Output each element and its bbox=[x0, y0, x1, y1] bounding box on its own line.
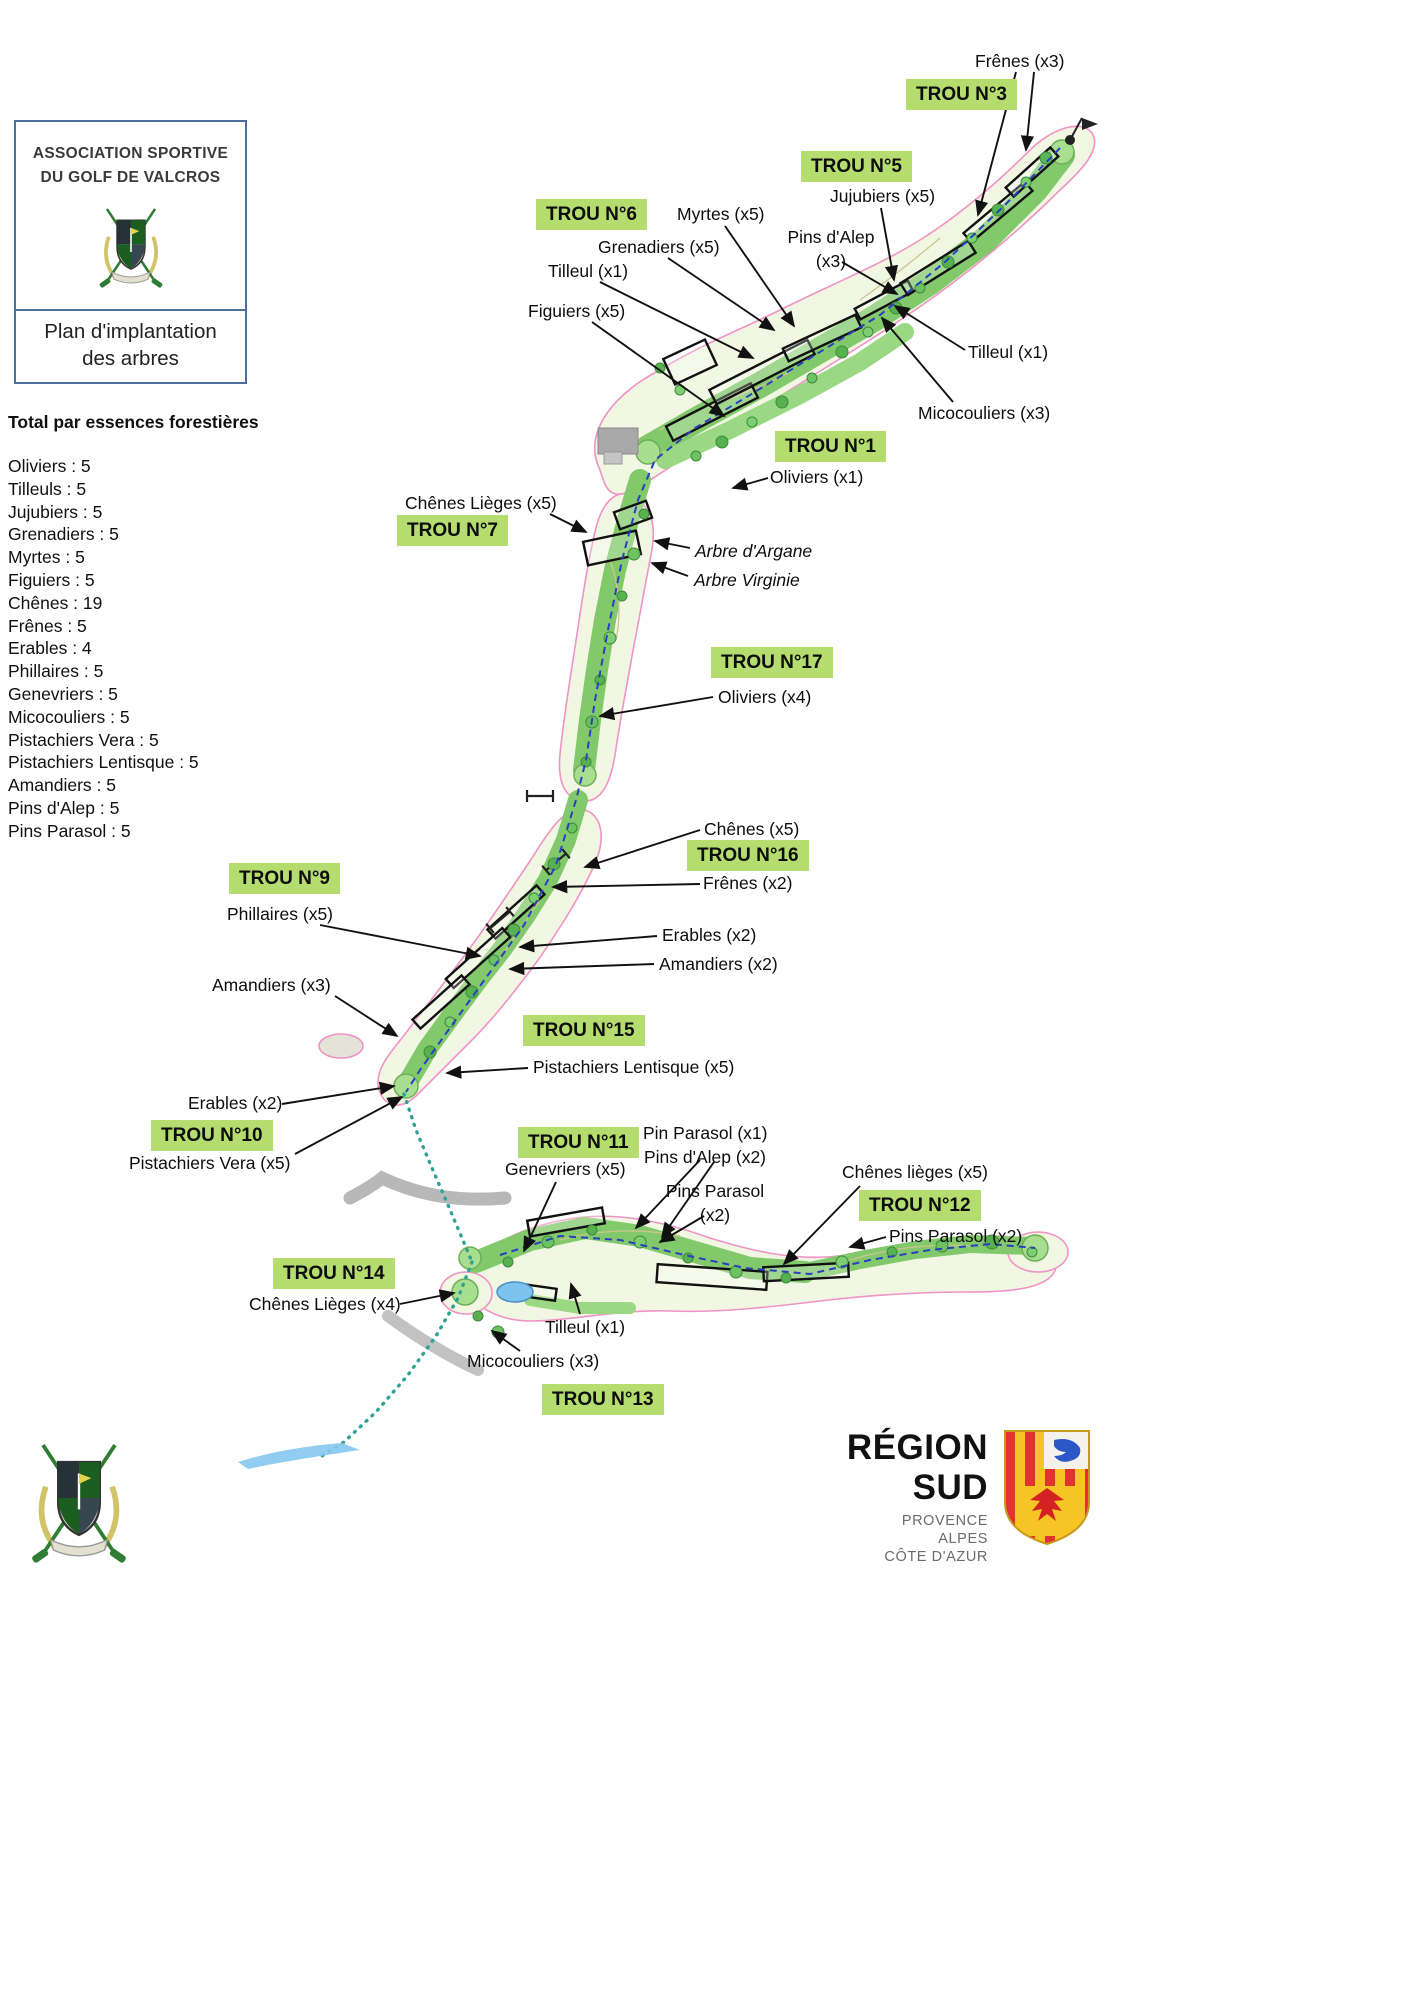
region-sub-provence: PROVENCE bbox=[901, 1513, 988, 1529]
hole-label-trou-1: TROU N°1 bbox=[775, 431, 886, 462]
species-total-item: Micocouliers : 5 bbox=[8, 706, 130, 727]
region-sub-alpes: ALPES bbox=[938, 1531, 988, 1547]
species-total-item: Tilleuls : 5 bbox=[8, 478, 87, 499]
hole-label-trou-7: TROU N°7 bbox=[397, 515, 508, 546]
species-total-item: Pistachiers Lentisque : 5 bbox=[8, 752, 199, 773]
species-total-item: Chênes : 19 bbox=[8, 592, 103, 613]
hole-label-trou-17: TROU N°17 bbox=[711, 647, 833, 678]
club-title: ASSOCIATION SPORTIVE DU GOLF DE VALCROS bbox=[16, 142, 245, 190]
tree-label-chenes-x5: Chênes (x5) bbox=[704, 819, 800, 839]
species-total-item: Pins Parasol : 5 bbox=[8, 820, 131, 841]
tree-label-amandiers-x3: Amandiers (x3) bbox=[212, 975, 331, 995]
tree-label-erables-x2: Erables (x2) bbox=[662, 925, 757, 945]
tree-label-myrtes-x5: Myrtes (x5) bbox=[677, 204, 765, 224]
hole-label-trou-11: TROU N°11 bbox=[518, 1127, 639, 1158]
region-sud-wordmark: RÉGION SUD bbox=[840, 1428, 988, 1508]
sud-word: SUD bbox=[912, 1468, 988, 1507]
tree-label-pistachiers-lentisque-x5: Pistachiers Lentisque (x5) bbox=[533, 1057, 735, 1077]
tree-label-pins-parasol-x2: Pins Parasol (x2) bbox=[665, 1181, 765, 1225]
annotation-arrows bbox=[281, 71, 1035, 1352]
tree-label-pins-dalep-x3: Pins d'Alep (x3) bbox=[787, 227, 875, 271]
tree-label-pistachiers-vera-x5: Pistachiers Vera (x5) bbox=[129, 1153, 291, 1173]
tree-label-pins-dalep-x2: Pins d'Alep (x2) bbox=[644, 1147, 767, 1167]
hole-label-trou-3: TROU N°3 bbox=[906, 79, 1017, 110]
tree-label-tilleul-x1-right: Tilleul (x1) bbox=[968, 342, 1049, 362]
roads bbox=[343, 1170, 512, 1376]
tree-dots bbox=[423, 151, 1053, 1339]
hole-label-trou-5: TROU N°5 bbox=[801, 151, 912, 182]
hole-label-trou-16: TROU N°16 bbox=[687, 840, 809, 871]
club-title-line2: DU GOLF DE VALCROS bbox=[40, 169, 221, 187]
hole-label-trou-10: TROU N°10 bbox=[151, 1120, 273, 1151]
tree-label-frenes-x3: Frênes (x3) bbox=[975, 51, 1065, 71]
region-sub-cote-dazur: CÔTE D'AZUR bbox=[884, 1549, 988, 1565]
clubhouse-building bbox=[597, 427, 639, 465]
cart-paths bbox=[320, 147, 1061, 1458]
legend-box: ASSOCIATION SPORTIVE DU GOLF DE VALCROS … bbox=[14, 120, 247, 384]
region-word: RÉGION bbox=[846, 1428, 988, 1467]
hole-label-trou-15: TROU N°15 bbox=[523, 1015, 645, 1046]
club-crest-icon-large bbox=[18, 1428, 140, 1570]
hole-label-trou-9: TROU N°9 bbox=[229, 863, 340, 894]
hole-label-trou-13: TROU N°13 bbox=[542, 1384, 664, 1415]
tree-label-micocouliers-x3-bottom: Micocouliers (x3) bbox=[467, 1351, 600, 1371]
tree-label-phillaires-x5: Phillaires (x5) bbox=[227, 904, 333, 924]
tree-label-frenes-x2: Frênes (x2) bbox=[703, 873, 793, 893]
tree-label-chenes-lieges-x4: Chênes Lièges (x4) bbox=[249, 1294, 401, 1314]
start-flag bbox=[1065, 117, 1098, 145]
tree-label-chenes-lieges-x5-b: Chênes lièges (x5) bbox=[842, 1162, 988, 1182]
tree-label-micocouliers-x3-top: Micocouliers (x3) bbox=[918, 403, 1051, 423]
tree-label-arbre-argane: Arbre d'Argane bbox=[695, 541, 813, 561]
species-totals: Total par essences forestières Oliviers … bbox=[8, 412, 278, 843]
plan-title: Plan d'implantation des arbres bbox=[16, 308, 245, 382]
species-total-item: Grenadiers : 5 bbox=[8, 524, 119, 545]
species-total-item: Myrtes : 5 bbox=[8, 547, 85, 568]
tree-label-genevriers-x5: Genevriers (x5) bbox=[505, 1159, 626, 1179]
tree-label-amandiers-x2: Amandiers (x2) bbox=[659, 954, 778, 974]
water-strip bbox=[238, 1443, 360, 1469]
species-total-item: Phillaires : 5 bbox=[8, 661, 104, 682]
tree-label-pins-parasol-x2-b: Pins Parasol (x2) bbox=[889, 1226, 1023, 1246]
species-total-item: Frênes : 5 bbox=[8, 615, 87, 636]
tree-label-figuiers-x5: Figuiers (x5) bbox=[528, 301, 626, 321]
plan-title-line2: des arbres bbox=[82, 347, 179, 371]
species-total-item: Amandiers : 5 bbox=[8, 775, 116, 796]
tree-label-jujubiers-x5: Jujubiers (x5) bbox=[830, 186, 936, 206]
species-total-item: Erables : 4 bbox=[8, 638, 92, 659]
pond bbox=[496, 1281, 534, 1303]
club-title-line1: ASSOCIATION SPORTIVE bbox=[32, 145, 229, 162]
tree-label-chenes-lieges-x5: Chênes Lièges (x5) bbox=[405, 493, 557, 513]
club-crest-icon bbox=[93, 196, 169, 294]
tree-label-tilleul-x1-bottom: Tilleul (x1) bbox=[545, 1317, 626, 1337]
species-total-item: Pins d'Alep : 5 bbox=[8, 797, 120, 818]
region-sud-shield-icon bbox=[1002, 1428, 1092, 1548]
species-total-item: Oliviers : 5 bbox=[8, 456, 91, 476]
tree-label-arbre-virginie: Arbre Virginie bbox=[694, 570, 800, 590]
tree-label-oliviers-x4: Oliviers (x4) bbox=[718, 687, 812, 707]
hole-label-trou-12: TROU N°12 bbox=[859, 1190, 981, 1221]
plan-title-line1: Plan d'implantation bbox=[44, 319, 217, 343]
gate-glyphs bbox=[485, 790, 571, 934]
tree-label-pin-parasol-x1: Pin Parasol (x1) bbox=[643, 1123, 768, 1143]
tree-label-oliviers-x1: Oliviers (x1) bbox=[770, 467, 864, 487]
tree-label-grenadiers-x5: Grenadiers (x5) bbox=[598, 237, 720, 257]
tree-label-erables-x2-b: Erables (x2) bbox=[188, 1093, 283, 1113]
hole-label-trou-6: TROU N°6 bbox=[536, 199, 647, 230]
tree-label-tilleul-x1-left: Tilleul (x1) bbox=[548, 261, 629, 281]
species-total-item: Figuiers : 5 bbox=[8, 569, 95, 590]
hole-label-trou-14: TROU N°14 bbox=[273, 1258, 395, 1289]
species-total-item: Jujubiers : 5 bbox=[8, 501, 103, 522]
species-total-item: Pistachiers Vera : 5 bbox=[8, 729, 159, 750]
region-sud-subtitle: PROVENCE ALPES CÔTE D'AZUR bbox=[840, 1512, 988, 1566]
species-total-item: Genevriers : 5 bbox=[8, 683, 118, 704]
species-totals-heading: Total par essences forestières bbox=[8, 412, 259, 432]
